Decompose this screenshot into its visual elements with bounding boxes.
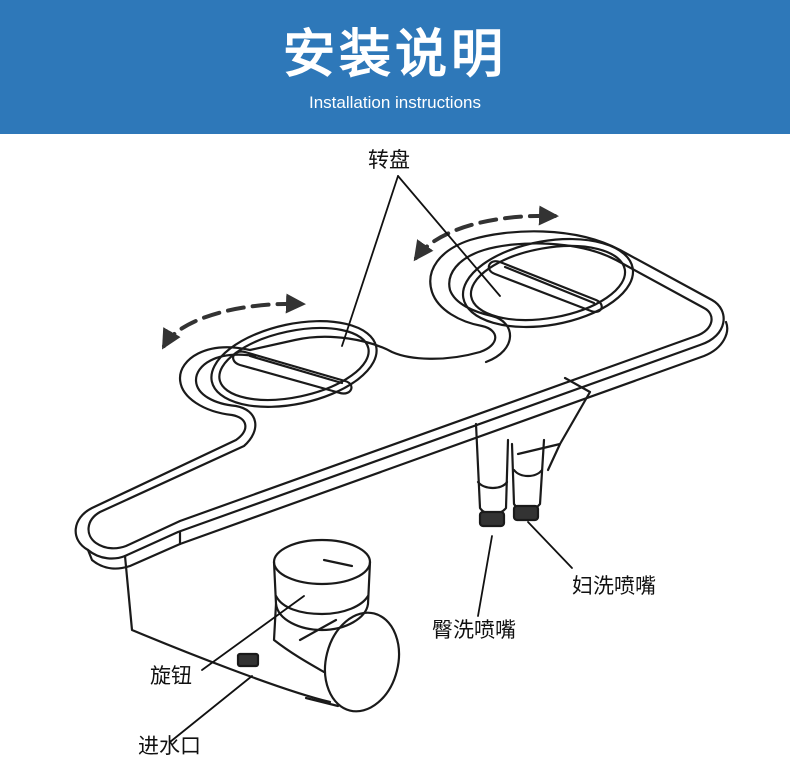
rotation-arrow-left — [162, 293, 306, 350]
header-banner: 安装说明 Installation instructions — [0, 0, 790, 134]
page-title: 安装说明 — [282, 25, 507, 85]
bidet-body — [123, 376, 592, 704]
callout-line-turntable-left — [341, 175, 399, 347]
callout-line-rear-nozzle — [477, 535, 493, 617]
knob — [272, 538, 372, 674]
label-knob: 旋钮 — [150, 664, 192, 688]
callout-line-feminine-nozzle — [527, 521, 573, 569]
rear-wash-nozzle — [474, 422, 510, 528]
callout-line-inlet — [169, 675, 253, 743]
callout-line-knob — [201, 595, 305, 671]
page-subtitle: Installation instructions — [309, 93, 481, 112]
rotation-arrow-right — [413, 205, 559, 262]
label-feminine-wash-nozzle: 妇洗喷嘴 — [572, 574, 656, 598]
water-inlet — [236, 611, 401, 713]
turntable-left — [210, 320, 378, 408]
label-water-inlet: 进水口 — [138, 734, 201, 758]
label-rear-wash-nozzle: 臀洗喷嘴 — [432, 618, 516, 642]
bidet-plate — [74, 230, 729, 570]
bidet-installation-diagram — [74, 175, 729, 743]
callout-line-turntable-right — [397, 175, 501, 297]
feminine-wash-nozzle — [510, 438, 546, 522]
callout-lines — [169, 175, 573, 743]
label-turntable: 转盘 — [368, 148, 410, 172]
